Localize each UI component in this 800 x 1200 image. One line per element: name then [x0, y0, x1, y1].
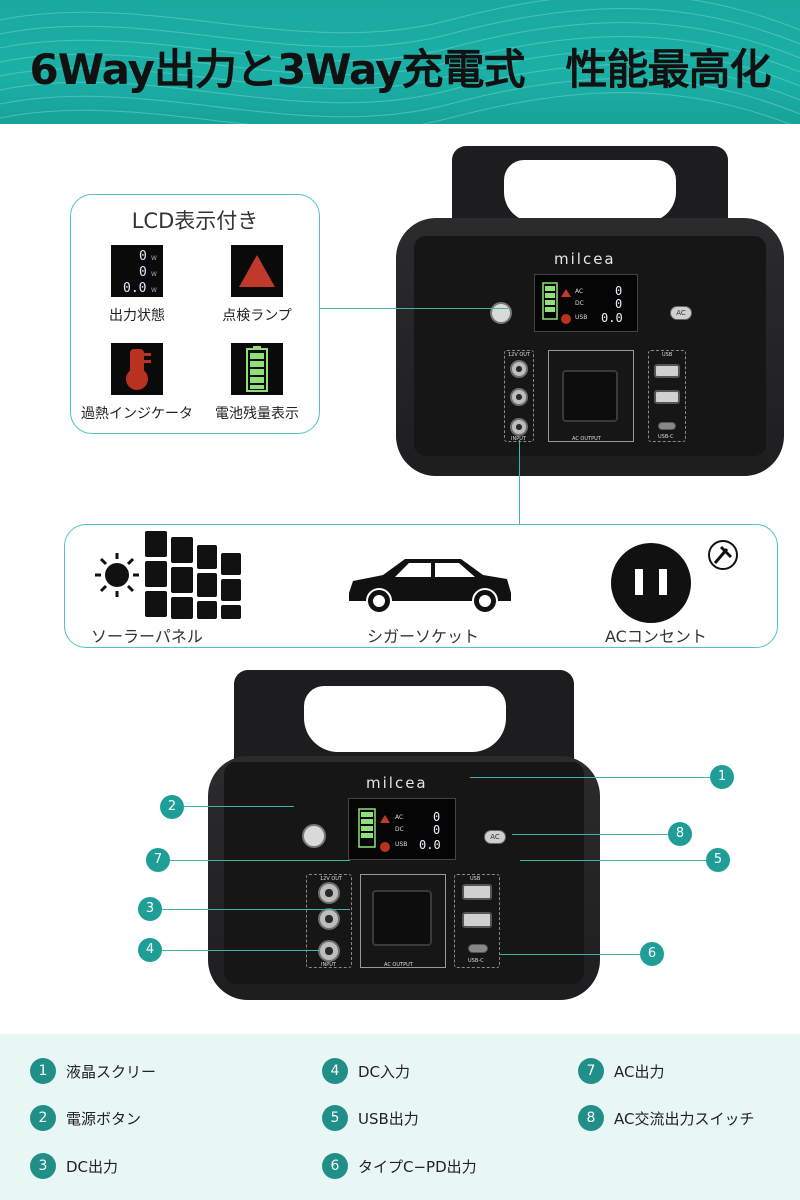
ac-switch-button[interactable]: AC — [670, 306, 692, 320]
lcd-item-label: 点検ランプ — [222, 308, 292, 324]
header-banner: 6Way出力と3Way充電式 性能最高化 — [0, 0, 800, 124]
usb-port — [462, 912, 492, 928]
dc-port-group — [306, 874, 352, 968]
svg-text:DC: DC — [575, 300, 584, 307]
svg-text:0: 0 — [615, 284, 622, 298]
callout-badge: 6 — [640, 942, 664, 966]
svg-text:USB: USB — [395, 841, 407, 848]
ac-output-frame — [360, 874, 446, 968]
dc-input-port — [510, 418, 528, 436]
lcd-feature-box: LCD表示付き 0 0 0.0 W W W 出力状態 点検ランプ — [70, 194, 320, 434]
lcd-screen: AC DC USB 0 0 0.0 — [534, 274, 638, 332]
lcd-item-label: 電池残量表示 — [215, 406, 299, 422]
ac-outlet-icon — [611, 540, 738, 623]
svg-text:0.0: 0.0 — [419, 838, 441, 852]
lcd-box-title: LCD表示付き — [131, 209, 259, 233]
power-button[interactable] — [490, 302, 512, 324]
callout-badge: 2 — [160, 795, 184, 819]
charging-methods-box: ソーラーパネル シガーソケット ACコンセント — [64, 524, 778, 648]
lcd-item-battery: 電池残量表示 — [197, 343, 317, 423]
svg-text:0: 0 — [139, 265, 147, 280]
lcd-item-label: 出力状態 — [109, 308, 165, 324]
dc-input-port — [318, 940, 340, 962]
svg-text:W: W — [151, 287, 157, 294]
car-icon — [349, 559, 511, 614]
callout-badge: 1 — [710, 765, 734, 789]
svg-text:0: 0 — [139, 249, 147, 264]
warning-triangle-icon — [231, 245, 283, 297]
lcd-item-output: 0 0 0.0 W W W 出力状態 — [77, 245, 197, 325]
lcd-item-overheat: 過熱インジケータ — [77, 343, 197, 423]
battery-level-icon — [231, 343, 283, 395]
thermometer-icon — [111, 343, 163, 395]
usb-port-group — [454, 874, 500, 968]
power-button[interactable] — [302, 824, 326, 848]
brand-logo: milcea — [366, 774, 428, 792]
svg-text:DC: DC — [395, 826, 404, 833]
power-station-top: milcea AC DC USB 0 0 0.0 AC 12V OUT INPU… — [396, 146, 784, 476]
usb-port — [462, 884, 492, 900]
usb-c-port — [658, 422, 676, 430]
connector-line — [320, 308, 508, 309]
connector-line — [519, 440, 520, 525]
page-title: 6Way出力と3Way充電式 性能最高化 — [29, 45, 772, 94]
callout-badge: 7 — [146, 848, 170, 872]
wave-pattern — [0, 0, 800, 124]
dc-output-port — [510, 388, 528, 406]
ac-outlet — [562, 370, 618, 422]
svg-text:0.0: 0.0 — [601, 311, 623, 325]
callout-badge: 4 — [138, 938, 162, 962]
svg-text:W: W — [151, 255, 157, 262]
callout-badge: 8 — [668, 822, 692, 846]
ac-output-frame — [548, 350, 634, 442]
output-status-icon: 0 0 0.0 W W W — [111, 245, 163, 297]
dc-output-port — [318, 882, 340, 904]
svg-text:0: 0 — [615, 297, 622, 311]
ac-switch-button[interactable]: AC — [484, 830, 506, 844]
callout-badge: 5 — [706, 848, 730, 872]
charging-label-car: シガーソケット — [367, 627, 480, 646]
dc-output-port — [510, 360, 528, 378]
svg-text:0: 0 — [433, 810, 440, 824]
usb-port-group — [648, 350, 686, 442]
power-station-bottom: milcea AC DC USB 0 0 0.0 AC 12V OUT INPU… — [208, 670, 600, 1000]
lcd-screen: AC DC USB 0 0 0.0 — [348, 798, 456, 860]
svg-text:0.0: 0.0 — [123, 281, 146, 296]
lcd-item-warning: 点検ランプ — [197, 245, 317, 325]
lcd-item-label: 過熱インジケータ — [81, 406, 193, 422]
usb-c-port — [468, 944, 488, 953]
usb-port — [654, 390, 680, 404]
svg-text:W: W — [151, 271, 157, 278]
usb-port — [654, 364, 680, 378]
svg-text:USB: USB — [575, 314, 587, 321]
svg-text:AC: AC — [395, 814, 403, 821]
solar-panel-icon — [95, 531, 241, 619]
svg-text:AC: AC — [575, 288, 583, 295]
feature-legend: 1 液晶スクリー 2 電源ボタン 3 DC出力 4 DC入力 5 USB出力 6… — [0, 1034, 800, 1200]
svg-text:0: 0 — [433, 823, 440, 837]
callout-badge: 3 — [138, 897, 162, 921]
charging-label-ac: ACコンセント — [605, 627, 707, 646]
dc-output-port — [318, 908, 340, 930]
ac-outlet — [372, 890, 432, 946]
brand-logo: milcea — [554, 250, 616, 268]
charging-label-solar: ソーラーパネル — [91, 627, 203, 646]
